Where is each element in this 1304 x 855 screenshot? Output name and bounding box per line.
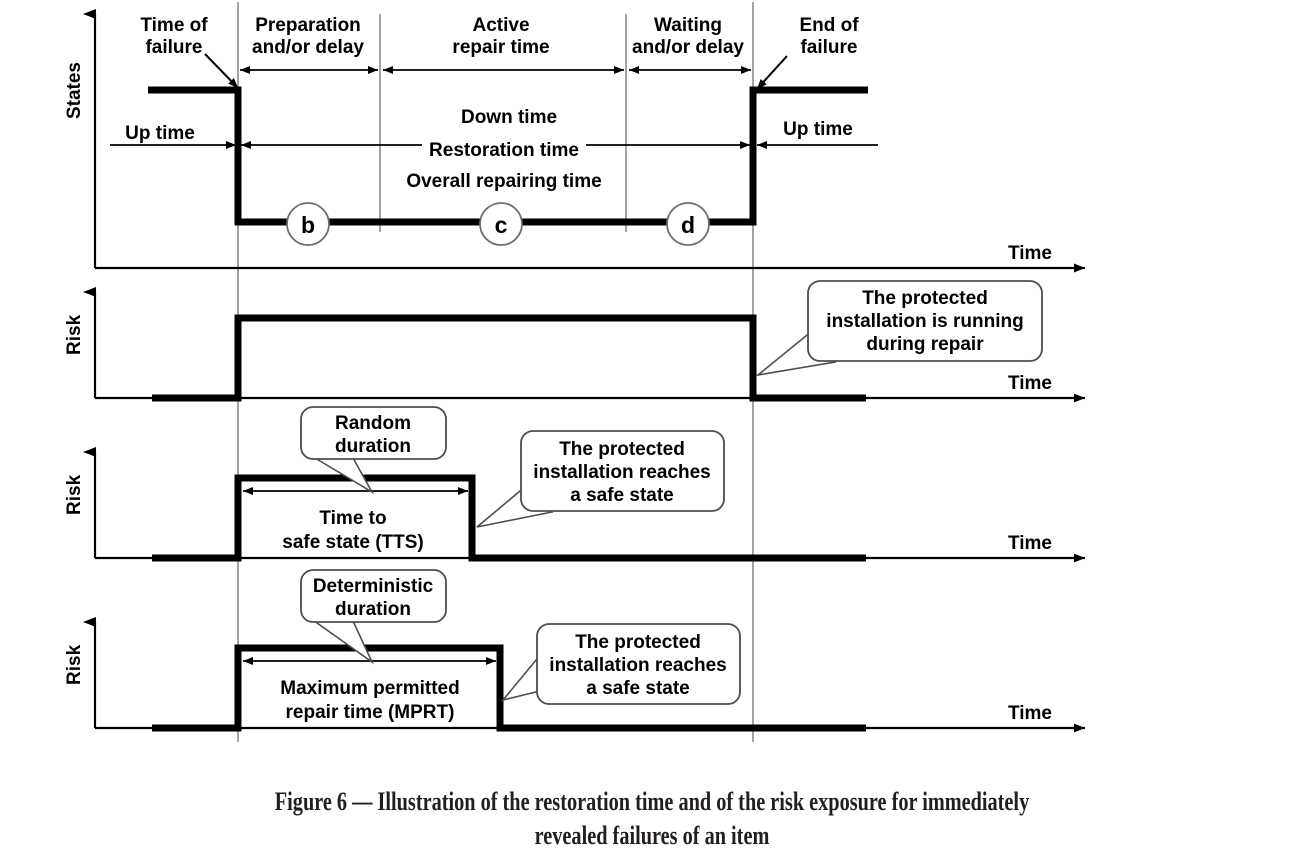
risk3-y-axis-label: Risk	[64, 644, 85, 685]
risk2-safe-state-callout: The protected installation reaches a saf…	[476, 430, 725, 528]
marker-d-circle	[666, 202, 710, 246]
risk1-callout-line1: The protected	[862, 288, 988, 309]
restoration-time-risk-diagram: States Time Time of failure End of failu…	[64, 2, 1085, 742]
states-y-axis-label: States	[64, 62, 85, 119]
time-of-failure-label-line2: failure	[145, 37, 202, 58]
up-time-right-label: Up time	[783, 119, 853, 140]
risk1-callout-line2: installation is running	[826, 311, 1023, 332]
active-repair-label-line2: repair time	[452, 37, 549, 58]
preparation-label-line2: and/or delay	[252, 37, 364, 58]
active-repair-label-line1: Active	[472, 15, 529, 36]
random-duration-line1: Random	[335, 413, 411, 434]
time-of-failure-label-line1: Time of	[140, 15, 208, 36]
marker-b-label: b	[301, 212, 315, 238]
risk2-safe-callout-line3: a safe state	[570, 485, 674, 506]
risk3-safe-callout-line2: installation reaches	[549, 655, 726, 676]
preparation-label-line1: Preparation	[255, 15, 361, 36]
risk3-step-curve	[152, 644, 866, 732]
risk2-x-axis-label: Time	[1008, 533, 1052, 554]
waiting-label-line2: and/or delay	[632, 37, 744, 58]
risk3-safe-callout-box	[536, 623, 741, 705]
mprt-label-line2: repair time (MPRT)	[286, 702, 455, 723]
risk2-safe-callout-line1: The protected	[559, 439, 685, 460]
risk1-callout-box	[807, 280, 1043, 362]
marker-c-label: c	[495, 212, 508, 238]
risk1-y-axis-label: Risk	[64, 314, 85, 355]
risk2-safe-callout-box	[520, 430, 725, 512]
risk1-callout: The protected installation is running du…	[755, 280, 1043, 377]
figure-caption: Figure 6 — Illustration of the restorati…	[0, 785, 1304, 853]
risk-running-panel: Risk Time The protected installation is …	[64, 280, 1085, 403]
deterministic-duration-line2: duration	[335, 599, 411, 620]
marker-b-circle	[286, 202, 330, 246]
end-of-failure-leader	[756, 55, 788, 90]
tts-label-line1: Time to	[319, 508, 386, 529]
down-time-label: Down time	[461, 107, 557, 128]
end-of-failure-label-line1: End of	[799, 15, 859, 36]
risk-mprt-panel: Risk Time Maximum permitted repair time …	[64, 569, 1085, 733]
mprt-label-line1: Maximum permitted	[280, 678, 459, 699]
random-duration-callout-box	[300, 406, 447, 460]
risk3-x-axis-label: Time	[1008, 703, 1052, 724]
random-duration-callout: Random duration	[300, 406, 447, 495]
up-time-left-label: Up time	[125, 123, 195, 144]
risk-tts-panel: Risk Time Time to safe state (TTS) Rando…	[64, 406, 1085, 563]
random-duration-line2: duration	[335, 436, 411, 457]
random-duration-callout-tail	[309, 454, 375, 495]
risk2-safe-callout-line2: installation reaches	[533, 462, 710, 483]
deterministic-duration-line1: Deterministic	[313, 576, 434, 597]
deterministic-duration-callout: Deterministic duration	[300, 569, 447, 665]
marker-d-label: d	[681, 212, 695, 238]
risk3-safe-callout-line3: a safe state	[586, 678, 690, 699]
risk2-y-axis-label: Risk	[64, 474, 85, 515]
waiting-label-line1: Waiting	[654, 15, 722, 36]
risk1-callout-line3: during repair	[866, 334, 984, 355]
figure-caption-line1: Figure 6 — Illustration of the restorati…	[274, 787, 1030, 816]
risk3-safe-state-callout: The protected installation reaches a saf…	[500, 623, 741, 705]
time-of-failure-leader	[204, 53, 239, 89]
marker-c-circle	[479, 202, 523, 246]
states-panel: States Time Time of failure End of failu…	[64, 9, 1085, 273]
restoration-time-label: Restoration time	[429, 140, 579, 161]
states-x-axis-label: Time	[1008, 243, 1052, 264]
phase-markers: b c d	[286, 202, 710, 246]
risk1-x-axis-label: Time	[1008, 373, 1052, 394]
deterministic-duration-callout-box	[300, 569, 447, 623]
risk1-step-curve	[152, 314, 866, 402]
figure-caption-line2: revealed failures of an item	[534, 821, 770, 850]
tts-label-line2: safe state (TTS)	[282, 532, 423, 553]
end-of-failure-label-line2: failure	[800, 37, 857, 58]
deterministic-duration-callout-tail	[307, 617, 374, 665]
risk3-safe-callout-line1: The protected	[575, 632, 701, 653]
overall-repairing-time-label: Overall repairing time	[406, 171, 601, 192]
